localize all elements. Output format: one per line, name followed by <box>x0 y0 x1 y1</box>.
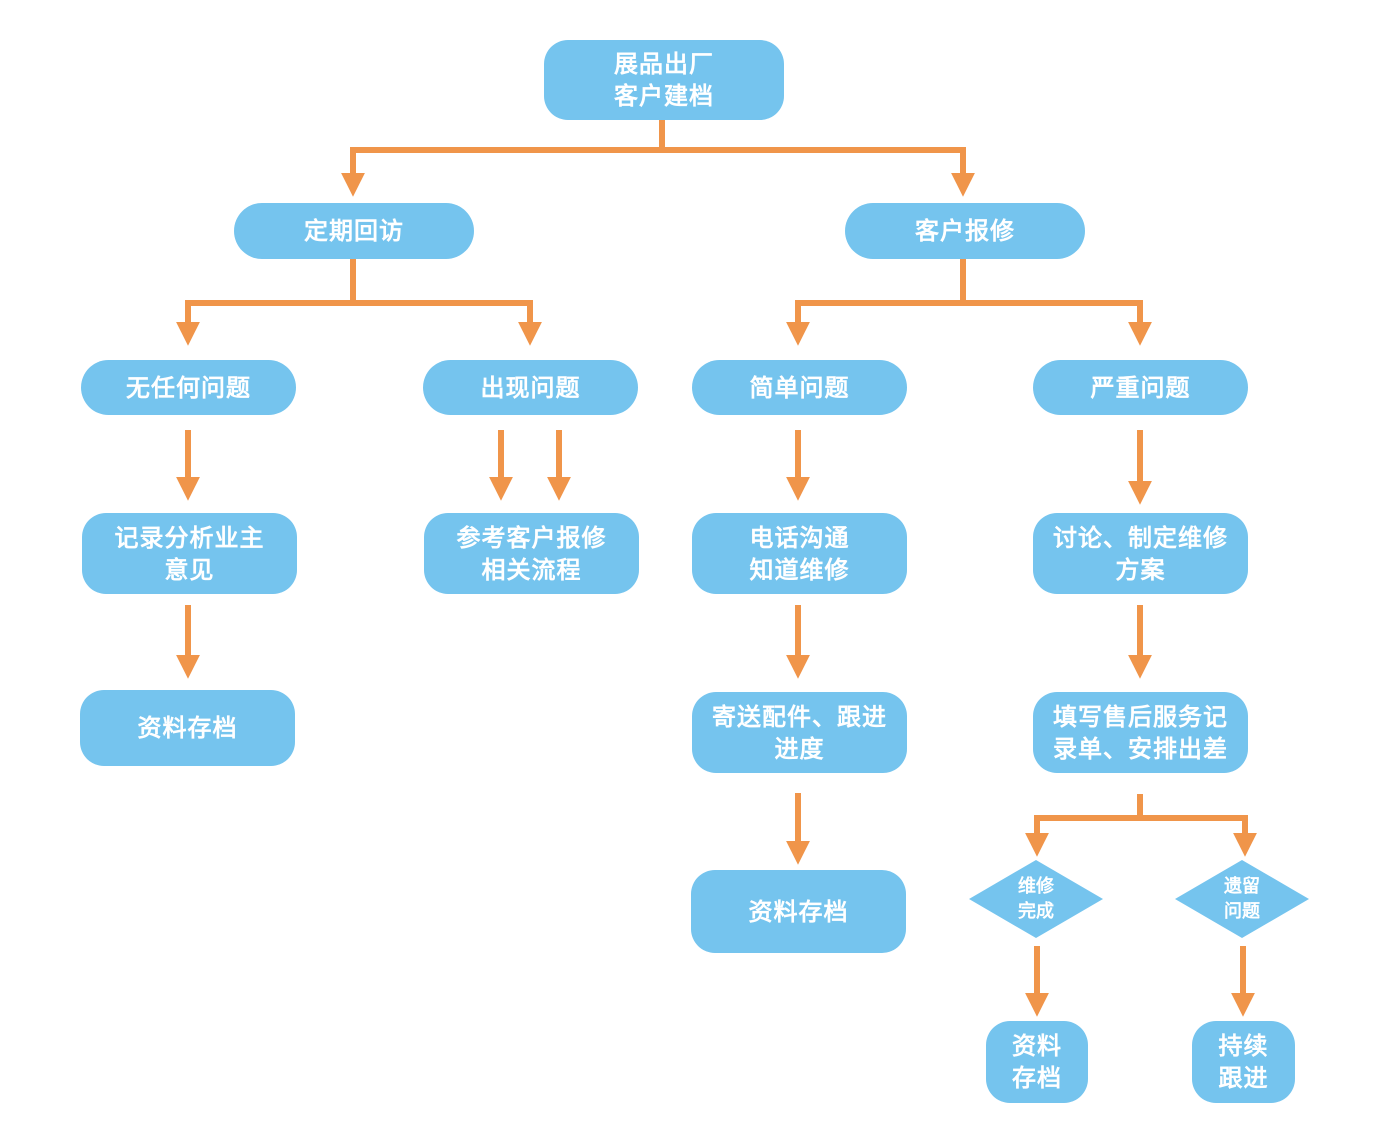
diamond-label-remaining-issue: 遗留 问题 <box>1224 876 1260 922</box>
node-archive-left: 资料存档 <box>80 690 295 766</box>
diamond-shape <box>1175 860 1309 938</box>
node-fill-record: 填写售后服务记 录单、安排出差 <box>1033 692 1248 773</box>
node-serious-issue: 严重问题 <box>1033 360 1248 415</box>
node-record-opinion: 记录分析业主 意见 <box>82 513 297 594</box>
node-refer-repair: 参考客户报修 相关流程 <box>424 513 639 594</box>
node-send-parts: 寄送配件、跟进 进度 <box>692 692 907 773</box>
diamond-shape <box>969 860 1103 938</box>
node-repair-done: 维修 完成 <box>969 860 1103 938</box>
node-remaining-issue: 遗留 问题 <box>1175 860 1309 938</box>
node-issue-found: 出现问题 <box>423 360 638 415</box>
node-archive-mid: 资料存档 <box>691 870 906 953</box>
connector-fill-split <box>1034 794 1248 821</box>
node-followup: 定期回访 <box>234 203 474 259</box>
node-repair-request: 客户报修 <box>845 203 1085 259</box>
node-root: 展品出厂 客户建档 <box>544 40 784 120</box>
node-simple-issue: 简单问题 <box>692 360 907 415</box>
connector-root-split <box>350 120 966 153</box>
node-phone-repair: 电话沟通 知道维修 <box>692 513 907 594</box>
connector-followup-split <box>185 258 533 306</box>
node-continue-followup: 持续 跟进 <box>1192 1021 1295 1103</box>
connector-repair-split <box>795 258 1143 306</box>
diamond-label-repair-done: 维修 完成 <box>1018 876 1054 922</box>
node-discuss-plan: 讨论、制定维修 方案 <box>1033 513 1248 594</box>
node-archive-right: 资料 存档 <box>986 1021 1088 1103</box>
node-no-issue: 无任何问题 <box>81 360 296 415</box>
